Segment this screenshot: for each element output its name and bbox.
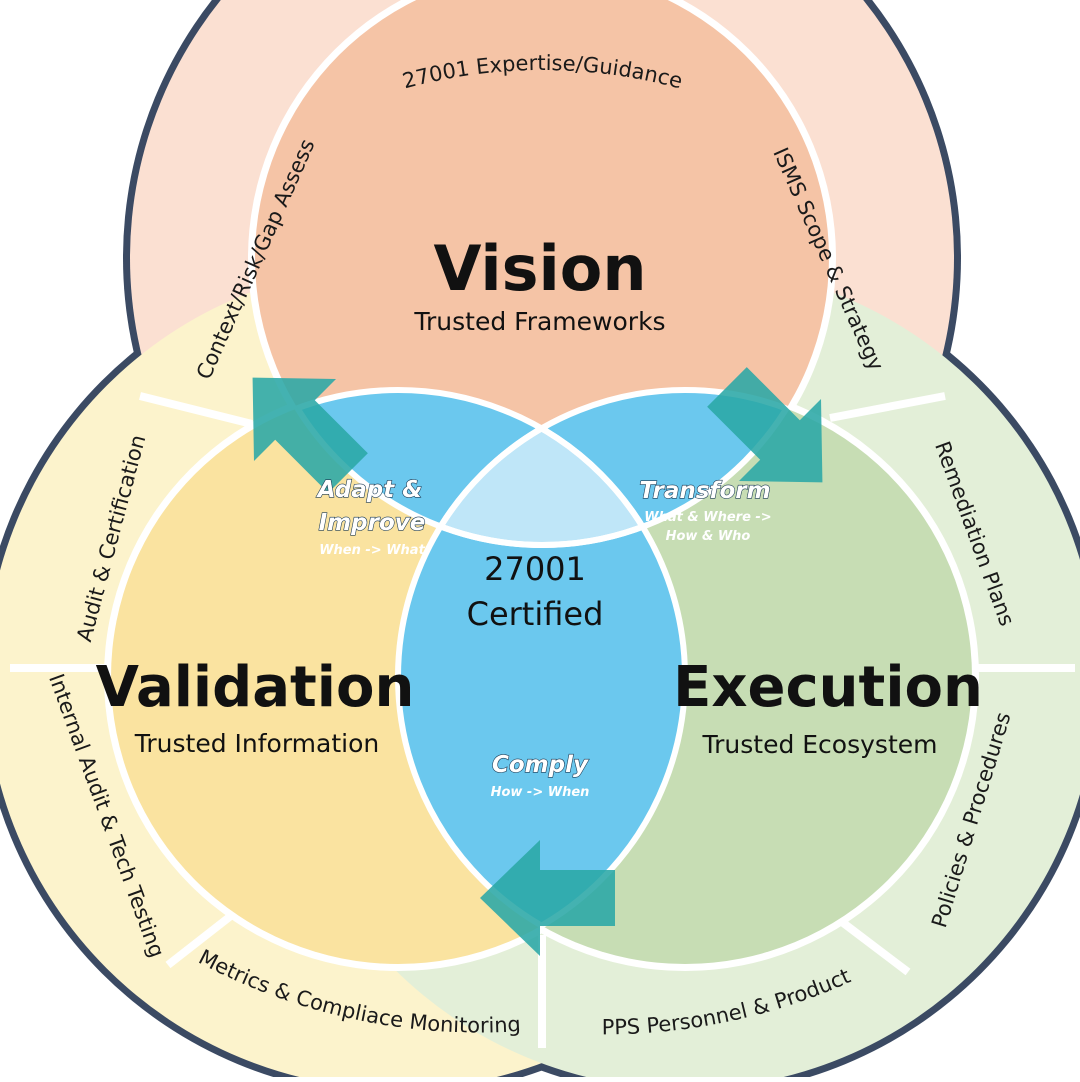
arrow-left-icon bbox=[480, 840, 615, 956]
center-region bbox=[398, 390, 685, 545]
adapt-line-1: Adapt & bbox=[316, 477, 423, 503]
center-line-1: 27001 bbox=[484, 550, 586, 588]
execution-subtitle: Trusted Ecosystem bbox=[702, 730, 938, 759]
vision-subtitle: Trusted Frameworks bbox=[413, 307, 665, 336]
arrow-up-right-icon bbox=[252, 377, 368, 493]
comply-title: Comply bbox=[492, 752, 589, 778]
adapt-note: When -> What bbox=[319, 543, 425, 558]
arrow-down-right-icon bbox=[707, 367, 823, 483]
transform-note-1: What & Where -> bbox=[644, 510, 771, 525]
cycle-arrows bbox=[252, 367, 823, 956]
overlap-edges bbox=[252, 387, 832, 964]
vision-title: Vision bbox=[433, 232, 646, 305]
validation-title: Validation bbox=[96, 655, 415, 720]
center-line-2: Certified bbox=[467, 595, 604, 633]
comply-note: How -> When bbox=[491, 785, 590, 800]
execution-title: Execution bbox=[673, 655, 983, 720]
validation-subtitle: Trusted Information bbox=[134, 729, 379, 758]
transform-title: Transform bbox=[639, 478, 770, 504]
transform-note-2: How & Who bbox=[666, 529, 751, 544]
adapt-line-2: Improve bbox=[319, 510, 426, 536]
